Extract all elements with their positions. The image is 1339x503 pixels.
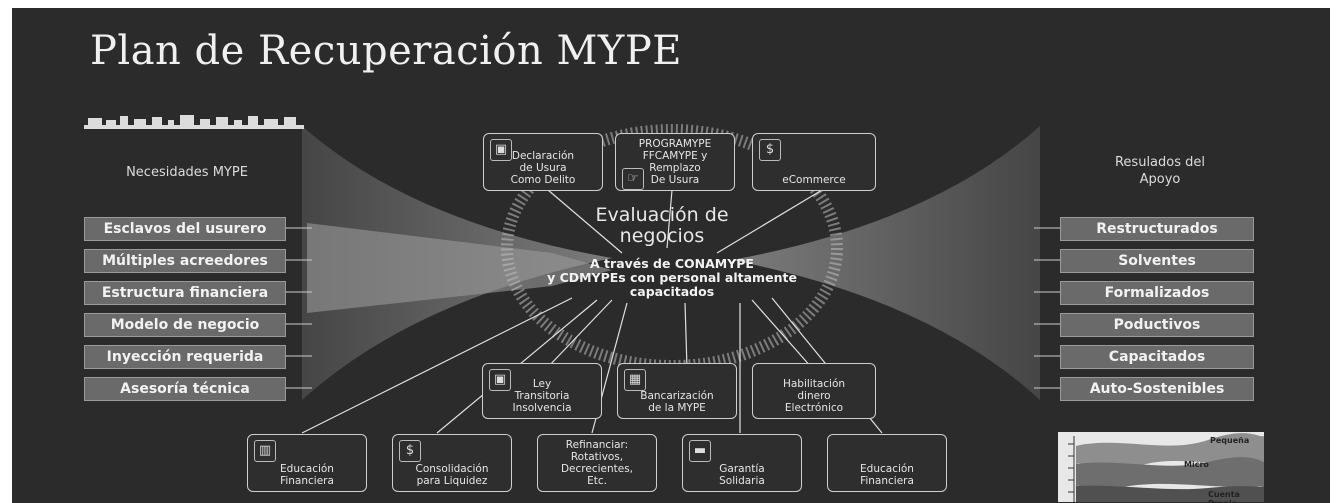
box-line: Declaración — [511, 150, 575, 162]
money-icon: ▦ — [624, 369, 646, 391]
box-line: Electrónico — [784, 402, 844, 414]
box-habilitacion: Habilitación dinero Electrónico — [752, 363, 876, 419]
chart-label: Micro — [1184, 460, 1209, 469]
center-text-line-2: y CDMYPEs con personal altamente — [547, 270, 797, 285]
need-item: Esclavos del usurero — [84, 217, 286, 241]
chart-label: Pequeña — [1210, 436, 1250, 445]
center-text-line-3: capacitados — [629, 284, 715, 299]
center-title-line-1: Evaluación de — [595, 204, 729, 226]
result-item: Auto-Sostenibles — [1060, 377, 1254, 401]
box-line: Financiera — [860, 475, 914, 487]
box-line: Insolvencia — [512, 402, 572, 414]
series-cuenta-propia — [1076, 485, 1264, 502]
center-text-line-1: A través de CONAMYPE — [590, 256, 754, 271]
box-line: Rotativos, — [570, 451, 624, 463]
right-header-line-1: Resulados del — [1114, 155, 1205, 170]
box-line: FFCAMYPE y — [642, 150, 708, 162]
right-header: Resulados del Apoyo — [1070, 154, 1250, 188]
box-line: para Liquidez — [416, 475, 488, 487]
box-refinanciar: Refinanciar: Rotativos, Decrecientes, Et… — [537, 434, 657, 492]
box-line: Etc. — [587, 475, 607, 487]
box-line: Educación — [280, 463, 334, 475]
need-item: Estructura financiera — [84, 281, 286, 305]
box-line: Decrecientes, — [560, 463, 634, 475]
box-line: Solidaria — [719, 475, 765, 487]
result-item: Solventes — [1060, 249, 1254, 273]
box-line: Garantía — [719, 463, 765, 475]
box-line: Refinanciar: — [565, 439, 629, 451]
mini-area-chart: Pequeña Micro Cuenta Propia — [1058, 432, 1264, 503]
mini-chart-svg — [1068, 433, 1264, 502]
box-line: Financiera — [280, 475, 334, 487]
box-line: Ley — [532, 378, 552, 390]
box-line: PROGRAMYPE — [638, 138, 712, 150]
result-item: Restructurados — [1060, 217, 1254, 241]
hand-icon: ☞ — [622, 168, 644, 190]
box-line: Remplazo — [649, 162, 701, 174]
box-line: Habilitación — [782, 378, 846, 390]
box-educacion-financiera-2: Educación Financiera — [827, 434, 947, 492]
right-header-line-2: Apoyo — [1139, 172, 1181, 187]
result-item: Poductivos — [1060, 313, 1254, 337]
left-header: Necesidades MYPE — [126, 165, 248, 180]
box-line: de la MYPE — [648, 402, 706, 414]
chart-label: Cuenta Propia — [1208, 490, 1240, 503]
presentation-icon: ▥ — [254, 440, 276, 462]
result-item: Capacitados — [1060, 345, 1254, 369]
box-line: De Usura — [650, 174, 700, 186]
box-line: eCommerce — [782, 174, 846, 186]
center-title-line-2: negocios — [619, 225, 705, 247]
mini-chart-axis — [1068, 436, 1075, 502]
need-item: Múltiples acreedores — [84, 249, 286, 273]
box-line: de Usura — [519, 162, 567, 174]
box-line: Educación — [860, 463, 914, 475]
top-box-usura: ▣ Declaración de Usura Como Delito — [483, 133, 603, 191]
box-consolidacion: $ Consolidación para Liquidez — [392, 434, 512, 492]
need-item: Asesoría técnica — [84, 377, 286, 401]
result-item: Formalizados — [1060, 281, 1254, 305]
page-title: Plan de Recuperación MYPE — [90, 28, 682, 74]
box-garantia: ▬ Garantía Solidaria — [682, 434, 802, 492]
box-ley-transitoria: ▣ Ley Transitoria Insolvencia — [482, 363, 602, 419]
series-micro — [1076, 457, 1264, 492]
box-educacion-financiera-1: ▥ Educación Financiera — [247, 434, 367, 492]
money-bag-icon: $ — [399, 440, 421, 462]
slide: Plan de Recuperación MYPE Necesidades MY… — [12, 8, 1330, 503]
credit-card-icon: ▬ — [689, 440, 711, 462]
document-icon: ▣ — [490, 139, 512, 161]
box-line: Bancarización — [640, 390, 714, 402]
center-title: Evaluación de negocios — [532, 205, 792, 247]
need-item: Inyección requerida — [84, 345, 286, 369]
box-line: Consolidación — [415, 463, 489, 475]
top-box-ecommerce: $ eCommerce — [752, 133, 876, 191]
need-item: Modelo de negocio — [84, 313, 286, 337]
box-line: Transitoria — [514, 390, 570, 402]
box-line: dinero — [797, 390, 831, 402]
box-line: Como Delito — [510, 174, 576, 186]
box-bancarizacion: ▦ Bancarización de la MYPE — [617, 363, 737, 419]
document-icon: ▣ — [489, 369, 511, 391]
center-text: A través de CONAMYPE y CDMYPEs con perso… — [522, 257, 822, 299]
bar-strip-graphic — [84, 115, 304, 129]
dollar-tablet-icon: $ — [759, 139, 781, 161]
top-box-programype: ☞ PROGRAMYPE FFCAMYPE y Remplazo De Usur… — [615, 133, 735, 191]
funnel-graphic — [84, 115, 1060, 434]
